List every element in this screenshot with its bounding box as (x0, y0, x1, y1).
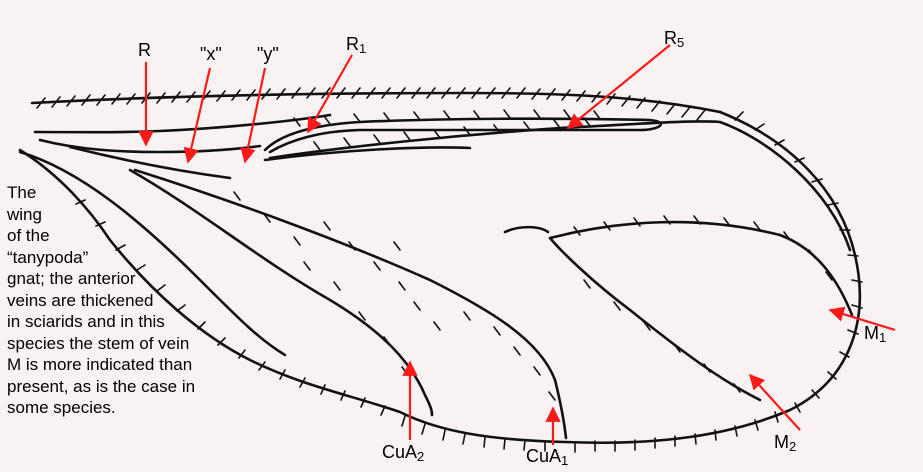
pointer-x (188, 68, 210, 162)
pointer-M1 (830, 310, 895, 330)
label-CuA1: CuA1 (526, 446, 568, 468)
label-M2: M2 (774, 432, 796, 454)
label-CuA2: CuA2 (382, 442, 424, 464)
caption-line: in sciarids and in this (7, 311, 247, 333)
caption-line: wing (7, 204, 247, 226)
label-y: "y" (257, 44, 279, 64)
label-x: "x" (200, 44, 222, 64)
label-R5: R5 (664, 28, 684, 50)
caption-line: of the (7, 225, 247, 247)
label-R1: R1 (346, 34, 366, 56)
caption-line: M is more indicated than (7, 354, 247, 376)
caption-line: veins are thickened (7, 290, 247, 312)
pointer-arrows (146, 45, 895, 445)
caption-line: present, as is the case in (7, 376, 247, 398)
caption-line: “tanypoda” (7, 247, 247, 269)
figure-caption: The wing of the “tanypoda” gnat; the ant… (7, 182, 247, 419)
caption-line: gnat; the anterior (7, 268, 247, 290)
label-R: R (138, 40, 151, 60)
pointer-R5 (568, 45, 670, 128)
caption-line: some species. (7, 397, 247, 419)
caption-line: The (7, 182, 247, 204)
caption-line: species the stem of vein (7, 333, 247, 355)
